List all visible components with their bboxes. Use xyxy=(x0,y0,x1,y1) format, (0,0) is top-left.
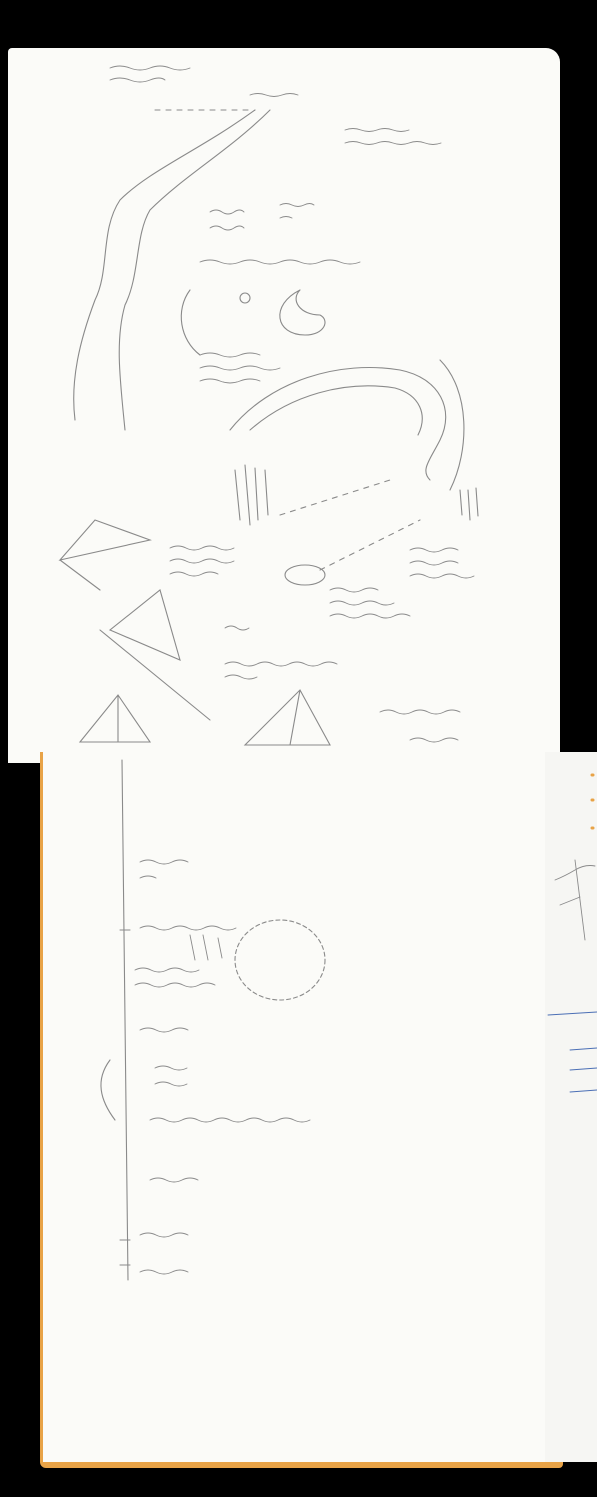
orange-dots xyxy=(592,775,593,828)
sketch-hatch-cluster xyxy=(235,465,268,525)
sketch-arc-inner xyxy=(250,386,422,435)
sketch-dashes-2 xyxy=(280,480,390,515)
sketch-timeline xyxy=(122,760,128,1280)
sketch-river-right xyxy=(119,110,270,430)
sketch-arc-big xyxy=(230,368,446,481)
sketch-diagonal xyxy=(100,630,210,720)
sketch-small-circle xyxy=(240,293,250,303)
sketch-arc-outer xyxy=(440,360,464,490)
sketch-arc-bottom xyxy=(101,1060,115,1120)
sketch-river-left xyxy=(74,110,255,420)
sketch-triangle-4 xyxy=(245,690,330,745)
sketch-triangle-3 xyxy=(80,695,150,742)
sketch-hatch-right xyxy=(460,488,478,520)
sketch-dashes-3 xyxy=(320,520,420,570)
sketch-curve-mid xyxy=(181,290,200,355)
side-page-marks xyxy=(548,860,597,1092)
sketch-triangle-2 xyxy=(110,590,180,660)
sketch-crescent xyxy=(280,290,325,335)
handwriting-bottom xyxy=(135,860,310,1274)
sketch-triangle-1 xyxy=(60,520,150,590)
sketch-oval xyxy=(285,565,325,585)
sketch-circle-bottom xyxy=(235,920,325,1000)
